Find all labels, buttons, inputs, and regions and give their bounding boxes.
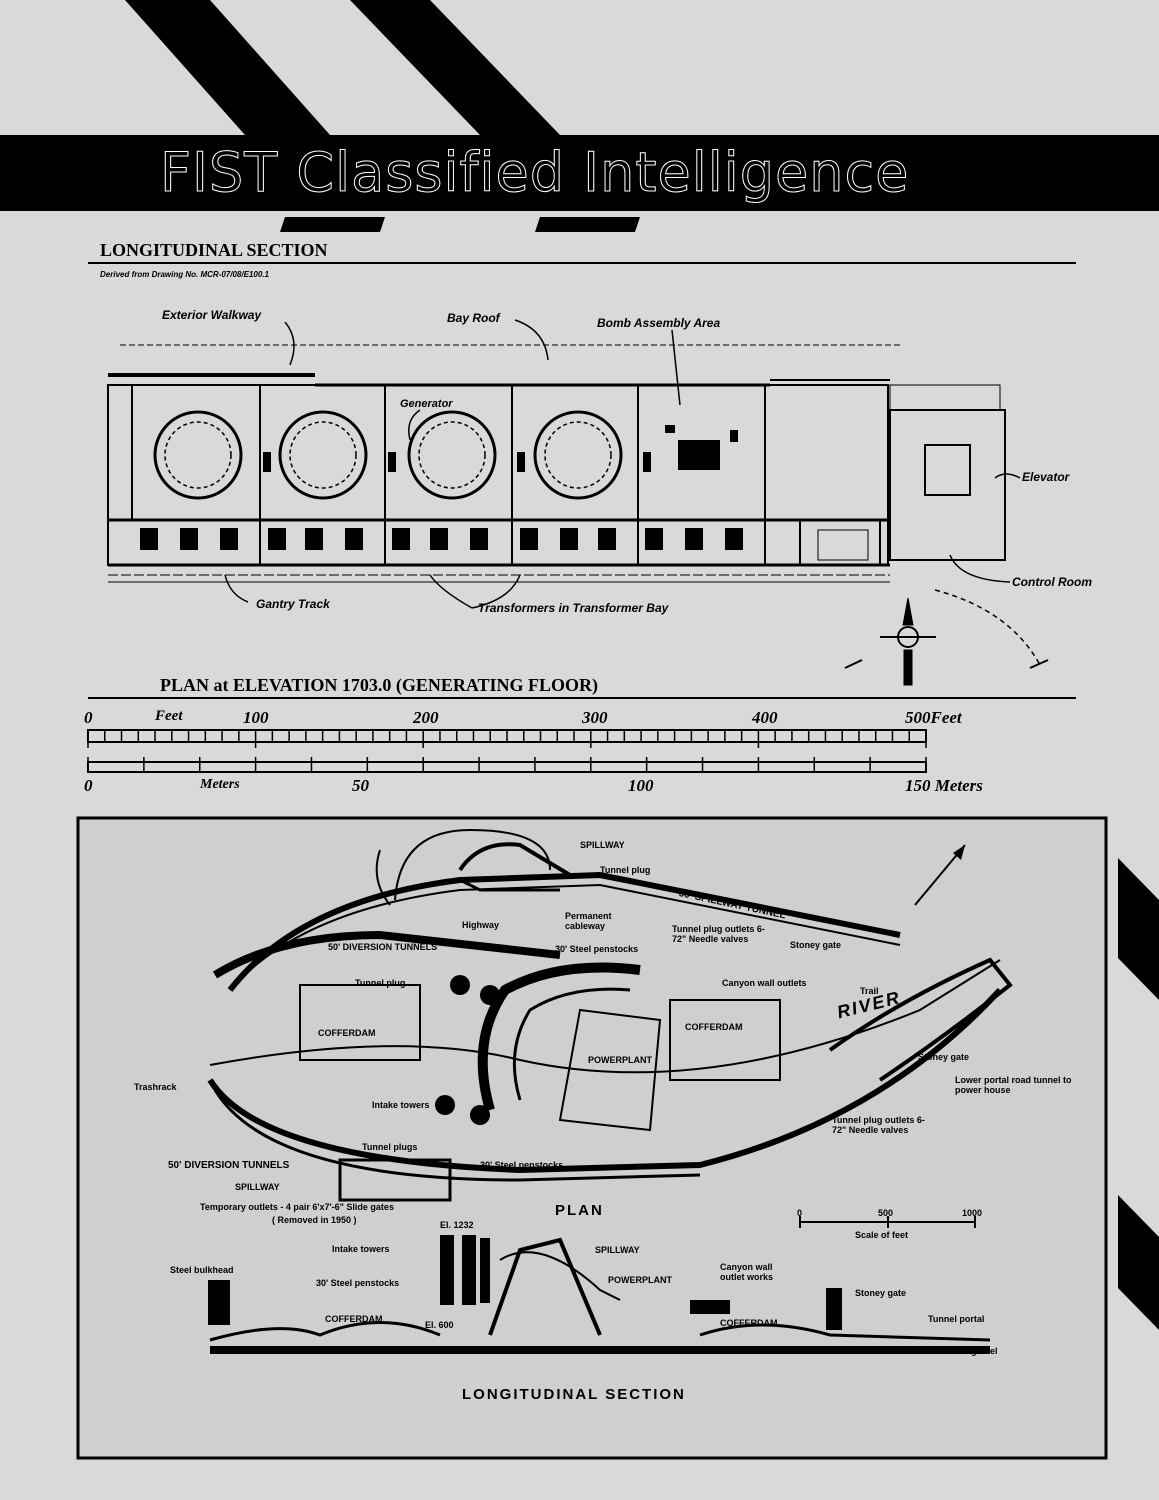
- map-cofferdam-left: COFFERDAM: [318, 1028, 376, 1038]
- map-powerplant-sec: POWERPLANT: [608, 1275, 672, 1285]
- stripe-right-2: [1118, 1195, 1159, 1330]
- stripe-right-1: [1118, 858, 1159, 1000]
- title-banner: [0, 135, 1159, 211]
- map-el-1232: El. 1232: [440, 1220, 474, 1230]
- map-temporary-outlets: Temporary outlets - 4 pair 6'x7'-6" Slid…: [200, 1202, 394, 1212]
- label-bomb-assembly: Bomb Assembly Area: [597, 316, 721, 330]
- label-gantry-track: Gantry Track: [256, 597, 330, 611]
- map-trail: Trail: [860, 986, 879, 996]
- map-el-600: El. 600: [425, 1320, 454, 1330]
- map-cofferdam-sec: COFFERDAM: [325, 1314, 383, 1324]
- section-heading-plan: PLAN at ELEVATION 1703.0 (GENERATING FLO…: [160, 675, 599, 695]
- map-cofferdam-sec2: COFFERDAM: [720, 1318, 778, 1328]
- map-cofferdam-right: COFFERDAM: [685, 1022, 743, 1032]
- map-spillway-top: SPILLWAY: [580, 840, 625, 850]
- map-longitudinal-section: LONGITUDINAL SECTION: [462, 1386, 686, 1403]
- label-elevator: Elevator: [1022, 470, 1070, 484]
- map-steel-bulkhead: Steel bulkhead: [170, 1265, 234, 1275]
- label-transformers: Transformers in Transformer Bay: [478, 601, 669, 615]
- map-steel-penstocks-top: 30' Steel penstocks: [555, 944, 639, 954]
- map-steel-penstocks-sec: 30' Steel penstocks: [316, 1278, 400, 1288]
- compass-rose: [844, 589, 1049, 686]
- feet-tick-400: 400: [752, 708, 778, 727]
- map-trashrack: Trashrack: [134, 1082, 177, 1092]
- map-steel-penstocks-low: 30' Steel penstocks: [480, 1160, 564, 1170]
- map-plan: PLAN: [555, 1202, 604, 1219]
- map-scale-of-feet: Scale of feet: [855, 1230, 909, 1240]
- map-spillway-sec: SPILLWAY: [595, 1245, 640, 1255]
- feet-tick-200: 200: [413, 708, 439, 727]
- banner-title: FIST Classified Intelligence: [160, 141, 910, 205]
- meter-tick-50: 50: [352, 776, 369, 795]
- map-stoney-gate-sec: Stoney gate: [855, 1288, 907, 1298]
- label-generator: Generator: [400, 398, 453, 410]
- feet-unit-label: Feet: [155, 708, 183, 724]
- map-lower-portal: Lower portal road tunnel to power house: [955, 1075, 1072, 1095]
- stripe-bar-left: [280, 217, 385, 232]
- map-tunnel-plug-mid: Tunnel plug: [355, 978, 406, 988]
- map-stoney-gate-top: Stoney gate: [790, 940, 842, 950]
- label-control-room: Control Room: [1012, 575, 1092, 589]
- map-spillway-low: SPILLWAY: [235, 1182, 280, 1192]
- map-tunnel-plug-outlets-top: Tunnel plug outlets 6-72" Needle valves: [672, 924, 765, 944]
- meter-tick-0: 0: [84, 776, 93, 795]
- feet-tick-100: 100: [243, 708, 269, 727]
- map-permanent-cableway: Permanent cableway: [565, 911, 612, 931]
- label-bay-roof: Bay Roof: [447, 311, 500, 325]
- feet-tick-300: 300: [582, 708, 608, 727]
- label-exterior-walkway: Exterior Walkway: [162, 308, 262, 322]
- drawing-reference: Derived from Drawing No. MCR-07/08/E100.…: [100, 270, 269, 279]
- map-diversion-low: 50' DIVERSION TUNNELS: [168, 1160, 290, 1171]
- map-tunnel-portal: Tunnel portal: [928, 1314, 985, 1324]
- map-scale-tick-0: 0: [797, 1208, 803, 1218]
- map-diversion-top: 50' DIVERSION TUNNELS: [328, 942, 438, 952]
- meter-tick-150: 150 Meters: [905, 776, 983, 795]
- section-rule-1: [88, 262, 1076, 264]
- section-heading-longitudinal: LONGITUDINAL SECTION: [100, 240, 328, 260]
- map-tunnel-plug-top: Tunnel plug: [600, 865, 651, 875]
- stripe-2: [350, 0, 560, 135]
- map-stoney-gate-right: Stoney gate: [918, 1052, 970, 1062]
- map-powerplant: POWERPLANT: [588, 1055, 652, 1065]
- meter-tick-100: 100: [628, 776, 654, 795]
- section-rule-2: [88, 697, 1076, 699]
- meter-unit-label: Meters: [200, 777, 240, 792]
- feet-tick-500: 500Feet: [905, 708, 962, 727]
- map-tunnel-plug-outlets-low: Tunnel plug outlets 6-72" Needle valves: [832, 1115, 925, 1135]
- map-removed: ( Removed in 1950 ): [272, 1215, 357, 1225]
- map-sand-gravel: Sand and gravel: [928, 1346, 998, 1356]
- map-scale-tick-500: 500: [878, 1208, 894, 1218]
- map-canyon-wall-outlet-works: Canyon wall outlet works: [720, 1262, 774, 1282]
- map-canyon-wall-outlets: Canyon wall outlets: [722, 978, 807, 988]
- stripe-bar-right: [535, 217, 640, 232]
- map-scale-tick-1000: 1000: [962, 1208, 983, 1218]
- map-intake-towers-sec: Intake towers: [332, 1244, 390, 1254]
- feet-tick-0: 0: [84, 708, 93, 727]
- map-tunnel-plug-low: Tunnel plugs: [362, 1142, 418, 1152]
- stripe-1: [125, 0, 330, 135]
- map-highway: Highway: [462, 920, 500, 930]
- map-intake-towers: Intake towers: [372, 1100, 430, 1110]
